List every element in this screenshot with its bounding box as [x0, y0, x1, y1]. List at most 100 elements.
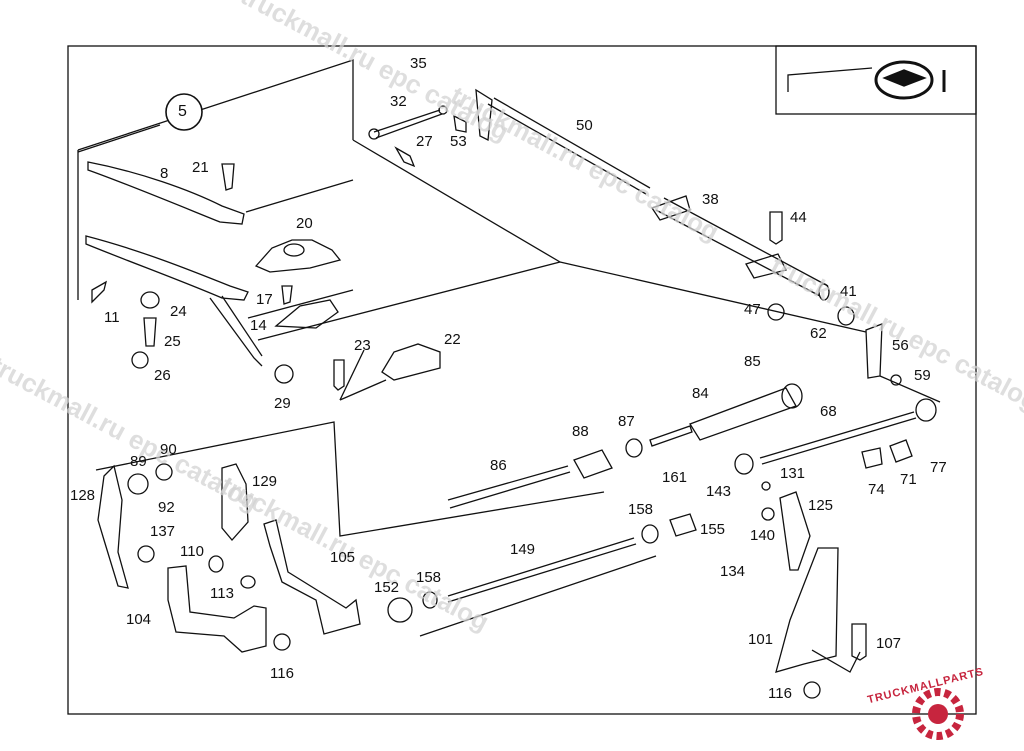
part-label: 129 — [252, 473, 278, 490]
part-label: 41 — [840, 283, 857, 300]
nut-116-left — [273, 633, 291, 651]
part-label: 56 — [892, 337, 909, 354]
part-label: 92 — [158, 499, 175, 516]
part-label: 21 — [192, 159, 209, 176]
lever-8 — [87, 161, 245, 225]
shaft-38 — [655, 209, 821, 297]
rod-32 — [373, 109, 441, 133]
rod-149 — [447, 537, 635, 597]
part-label: 105 — [330, 549, 356, 566]
part-label: 35 — [410, 55, 427, 72]
bracket-105 — [263, 519, 361, 635]
link-arm — [475, 88, 493, 142]
nut-116-right — [803, 681, 821, 699]
part-label: 128 — [70, 487, 96, 504]
part-label: 143 — [706, 483, 732, 500]
part-label: 85 — [744, 353, 761, 370]
part-label: 38 — [702, 191, 719, 208]
part-label: 86 — [490, 457, 507, 474]
part-label: 47 — [744, 301, 761, 318]
part-label: 125 — [808, 497, 834, 514]
part-label: 17 — [256, 291, 273, 308]
bush-41 — [837, 306, 855, 326]
part-label: 131 — [780, 465, 806, 482]
part-label: 24 — [170, 303, 187, 320]
damper-84 — [689, 387, 797, 441]
part-label: 25 — [164, 333, 181, 350]
nut-26 — [131, 351, 149, 369]
coupling-88 — [573, 449, 613, 479]
brand-logo: TRUCKMALLPARTS — [858, 666, 1018, 746]
bracket-101 — [775, 547, 839, 673]
part-label: 77 — [930, 459, 947, 476]
part-label: 8 — [160, 165, 169, 182]
rod-29 — [209, 297, 263, 367]
part-label: 88 — [572, 423, 589, 440]
part-label: 116 — [270, 665, 294, 682]
nut-87 — [625, 438, 643, 458]
part-label: 113 — [210, 585, 234, 602]
rod-50 — [493, 97, 651, 189]
part-label: 29 — [274, 395, 291, 412]
pin-53 — [453, 114, 467, 133]
bolt-107 — [851, 623, 867, 661]
nut-74 — [861, 447, 883, 469]
bush-24 — [140, 291, 160, 309]
pin-27 — [394, 146, 416, 168]
screw-21 — [221, 163, 235, 191]
part-label: 11 — [104, 309, 120, 326]
bolt-11 — [91, 280, 108, 304]
part-label: 89 — [130, 453, 147, 470]
rod-68 — [759, 411, 915, 459]
part-label: 101 — [748, 631, 774, 648]
part-label: 26 — [154, 367, 171, 384]
bolt-23 — [333, 359, 345, 391]
part-label: 87 — [618, 413, 635, 430]
part-label: 74 — [868, 481, 885, 498]
rod-86 — [447, 465, 569, 501]
bracket-14 — [274, 299, 339, 329]
part-label: 104 — [126, 611, 152, 628]
gear-logo-icon — [912, 688, 964, 740]
part-label: 23 — [354, 337, 371, 354]
callout-label: 5 — [178, 103, 187, 120]
part-label: 27 — [416, 133, 433, 150]
part-label: 158 — [416, 569, 442, 586]
nut-47 — [767, 303, 785, 321]
part-label: 22 — [444, 331, 461, 348]
part-label: 14 — [250, 317, 267, 334]
part-label: 62 — [810, 325, 827, 342]
part-label: 149 — [510, 541, 536, 558]
part-label: 152 — [374, 579, 400, 596]
part-label: 134 — [720, 563, 746, 580]
part-label: 84 — [692, 385, 709, 402]
part-label: 116 — [768, 685, 792, 702]
part-label: 44 — [790, 209, 807, 226]
part-label: 20 — [296, 215, 313, 232]
part-label: 155 — [700, 521, 726, 538]
lever-125 — [779, 491, 811, 571]
diagram-frame — [67, 45, 977, 715]
bolt-25 — [143, 317, 157, 347]
part-label: 140 — [750, 527, 776, 544]
part-label: 107 — [876, 635, 902, 652]
bracket-20 — [254, 239, 342, 273]
lever-129 — [221, 463, 249, 541]
part-label: 53 — [450, 133, 467, 150]
bush-155 — [669, 513, 697, 537]
part-label: 110 — [180, 543, 204, 560]
part-label: 90 — [160, 441, 177, 458]
bush-71 — [889, 439, 913, 463]
nut-29 — [274, 364, 294, 384]
lever-128 — [97, 464, 129, 589]
part-label: 71 — [900, 471, 917, 488]
part-label: 137 — [150, 523, 176, 540]
symbol-box — [775, 45, 977, 115]
part-label: 59 — [914, 367, 931, 384]
block-22 — [381, 343, 441, 381]
screw-17 — [281, 285, 293, 305]
part-label: 50 — [576, 117, 593, 134]
steering-symbol-icon — [787, 60, 946, 100]
